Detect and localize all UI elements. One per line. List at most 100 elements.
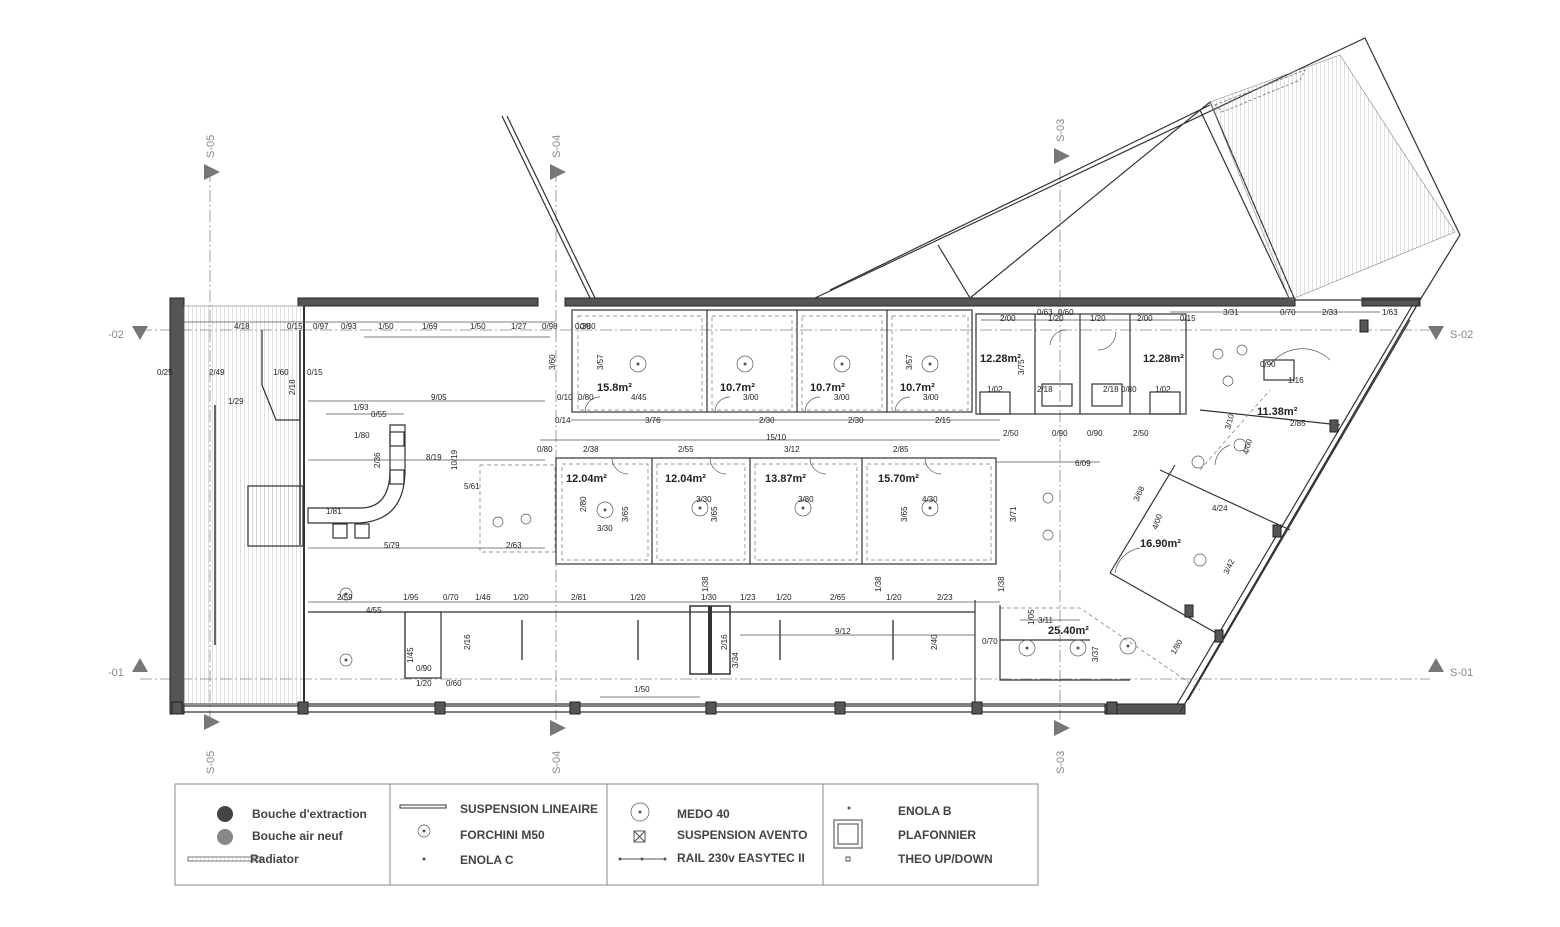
dimension-label: 2/36 (373, 452, 382, 468)
dimension-label: 0/10 (557, 393, 573, 402)
section-arrow-icon (204, 714, 220, 730)
dimension-label: 15/10 (766, 433, 787, 442)
area-label: 15.8m² (597, 382, 632, 394)
legend: Bouche d'extraction Bouche air neuf Radi… (174, 783, 1039, 886)
dimension-label: 1/20 (630, 593, 646, 602)
dimension-label: 2/15 (935, 416, 951, 425)
dimension-label: 2/50 (1133, 429, 1149, 438)
enola-c-icon (422, 857, 426, 861)
dimension-label: 2/50 (1003, 429, 1019, 438)
dimension-label: 3/68 (1132, 484, 1147, 502)
hatched-zone (183, 305, 305, 705)
section-label: S-02 (1450, 329, 1473, 341)
dimension-label: 1/20 (776, 593, 792, 602)
section-label: S-04 (551, 751, 563, 774)
dimension-label: 10/19 (450, 449, 459, 470)
dimension-label: 4/30 (922, 495, 938, 504)
dimension-label: 1/20 (1090, 314, 1106, 323)
area-label: 15.70m² (878, 473, 919, 485)
dimension-label: 3/80 (798, 495, 814, 504)
extraction-vent-icon (217, 806, 233, 822)
section-arrow-icon (1054, 720, 1070, 736)
dimension-label: 1/29 (228, 397, 244, 406)
dimension-label: 3/30 (696, 495, 712, 504)
dimension-label: 1/20 (416, 679, 432, 688)
dimension-label: 0/14 (555, 416, 571, 425)
legend-label: ENOLA B (898, 804, 952, 818)
dimension-label: 1/23 (740, 593, 756, 602)
dimension-label: 2/49 (209, 368, 225, 377)
lower-zone (307, 424, 1201, 704)
dimension-label: 3/12 (784, 445, 800, 454)
dimension-label: 1/38 (874, 576, 883, 592)
dimension-label: 0/97 (313, 322, 329, 331)
section-label: S-03 (1055, 751, 1067, 774)
plafonnier-icon (833, 819, 863, 849)
dimension-label: 0/15 (1180, 314, 1196, 323)
section-arrow-icon (1428, 658, 1444, 672)
dimension-label: 3/30 (597, 524, 613, 533)
area-label: 16.90m² (1140, 538, 1181, 550)
dimension-label: 2/55 (678, 445, 694, 454)
dimension-label: 9/05 (431, 393, 447, 402)
section-arrow-icon (550, 720, 566, 736)
dimension-label: 0/98 (542, 322, 558, 331)
dimension-label: 3/57 (905, 354, 914, 370)
dimension-label: 1/81 (326, 507, 342, 516)
dimension-label: 2/30 (848, 416, 864, 425)
dimension-label: 2/40 (930, 634, 939, 650)
legend-label: RAIL 230v EASYTEC II (677, 851, 805, 865)
theo-icon (845, 856, 851, 862)
dimension-lines (184, 311, 1380, 698)
dimension-label: 0/55 (371, 410, 387, 419)
section-markers: S-05 S-04 S-03 S-05 S-04 S-03 -02 -01 S-… (108, 119, 1473, 774)
dimension-label: 1/63 (1382, 308, 1398, 317)
light-fixtures (339, 344, 1248, 667)
dimension-label: 1/46 (475, 593, 491, 602)
legend-label: FORCHINI M50 (460, 828, 545, 842)
linear-suspension-icon (399, 804, 447, 809)
enola-b-icon (847, 806, 851, 810)
dimension-label: 0/93 (341, 322, 357, 331)
dimension-label: 1/02 (1155, 385, 1171, 394)
dimension-label: 4/45 (631, 393, 647, 402)
dimension-label: 2/85 (893, 445, 909, 454)
section-label: S-03 (1055, 119, 1067, 142)
legend-label: Bouche air neuf (252, 829, 344, 843)
dimension-label: 2/18 (288, 379, 297, 395)
section-arrow-icon (550, 164, 566, 180)
forchini-icon (417, 824, 431, 838)
dimension-label: 1/50 (634, 685, 650, 694)
legend-label: SUSPENSION AVENTO (677, 828, 807, 842)
dimension-label: 1/60 (273, 368, 289, 377)
dimension-label: 0/15 (307, 368, 323, 377)
dimension-label: 9/12 (835, 627, 851, 636)
dimension-label: 2/30 (759, 416, 775, 425)
dimension-label: 1/30 (701, 593, 717, 602)
dimension-label: 1/02 (987, 385, 1003, 394)
area-label: 13.87m² (765, 473, 806, 485)
dimension-label: 2/33 (1322, 308, 1338, 317)
section-label: S-05 (205, 135, 217, 158)
dimension-label: 0/90 (1052, 429, 1068, 438)
radiator-icon (187, 856, 262, 862)
dimension-label: 3/34 (731, 652, 740, 668)
medo-icon (630, 802, 650, 822)
dimension-label: 2/00 (1000, 314, 1016, 323)
dimension-label: 2/16 (720, 634, 729, 650)
legend-label: PLAFONNIER (898, 828, 976, 842)
dimension-label: 0/60 (446, 679, 462, 688)
avento-icon (633, 830, 646, 843)
area-label: 12.04m² (665, 473, 706, 485)
dimension-label: 0/63 (1037, 308, 1053, 317)
dimension-label: 3/37 (1091, 646, 1100, 662)
section-label: S-04 (551, 135, 563, 158)
dimension-label: 2/80 (579, 496, 588, 512)
dimension-label: 1/50 (470, 322, 486, 331)
dimension-label: 0/80 (578, 393, 594, 402)
dimension-label: 3/00 (834, 393, 850, 402)
dimension-label: 3/31 (1223, 308, 1239, 317)
dimension-label: 1/20 (886, 593, 902, 602)
dimension-label: 1/20 (1048, 314, 1064, 323)
